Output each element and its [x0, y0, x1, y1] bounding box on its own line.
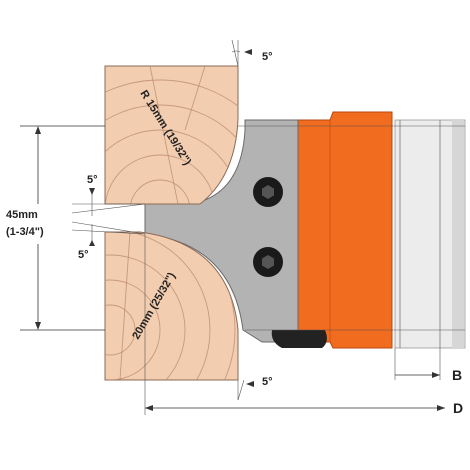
angle-mid-upper-label: 5°	[87, 174, 98, 186]
dim-b-label: B	[452, 367, 462, 383]
workpiece-top	[104, 65, 239, 205]
knife-clamp	[271, 330, 327, 348]
cutter-body	[297, 111, 393, 349]
angle-bottom-label: 5°	[262, 376, 273, 388]
hex-bolt-icon	[253, 247, 283, 277]
workpiece-bottom	[104, 231, 239, 381]
dim-d-label: D	[453, 400, 463, 416]
angle-mid-lower-label: 5°	[78, 249, 89, 261]
arrow-right-icon	[437, 405, 445, 411]
angle-top-label: 5°	[262, 51, 273, 63]
hex-bolt-icon	[253, 177, 283, 207]
height-in-label: (1-3/4")	[6, 226, 44, 238]
height-mm-label: 45mm	[6, 209, 38, 221]
